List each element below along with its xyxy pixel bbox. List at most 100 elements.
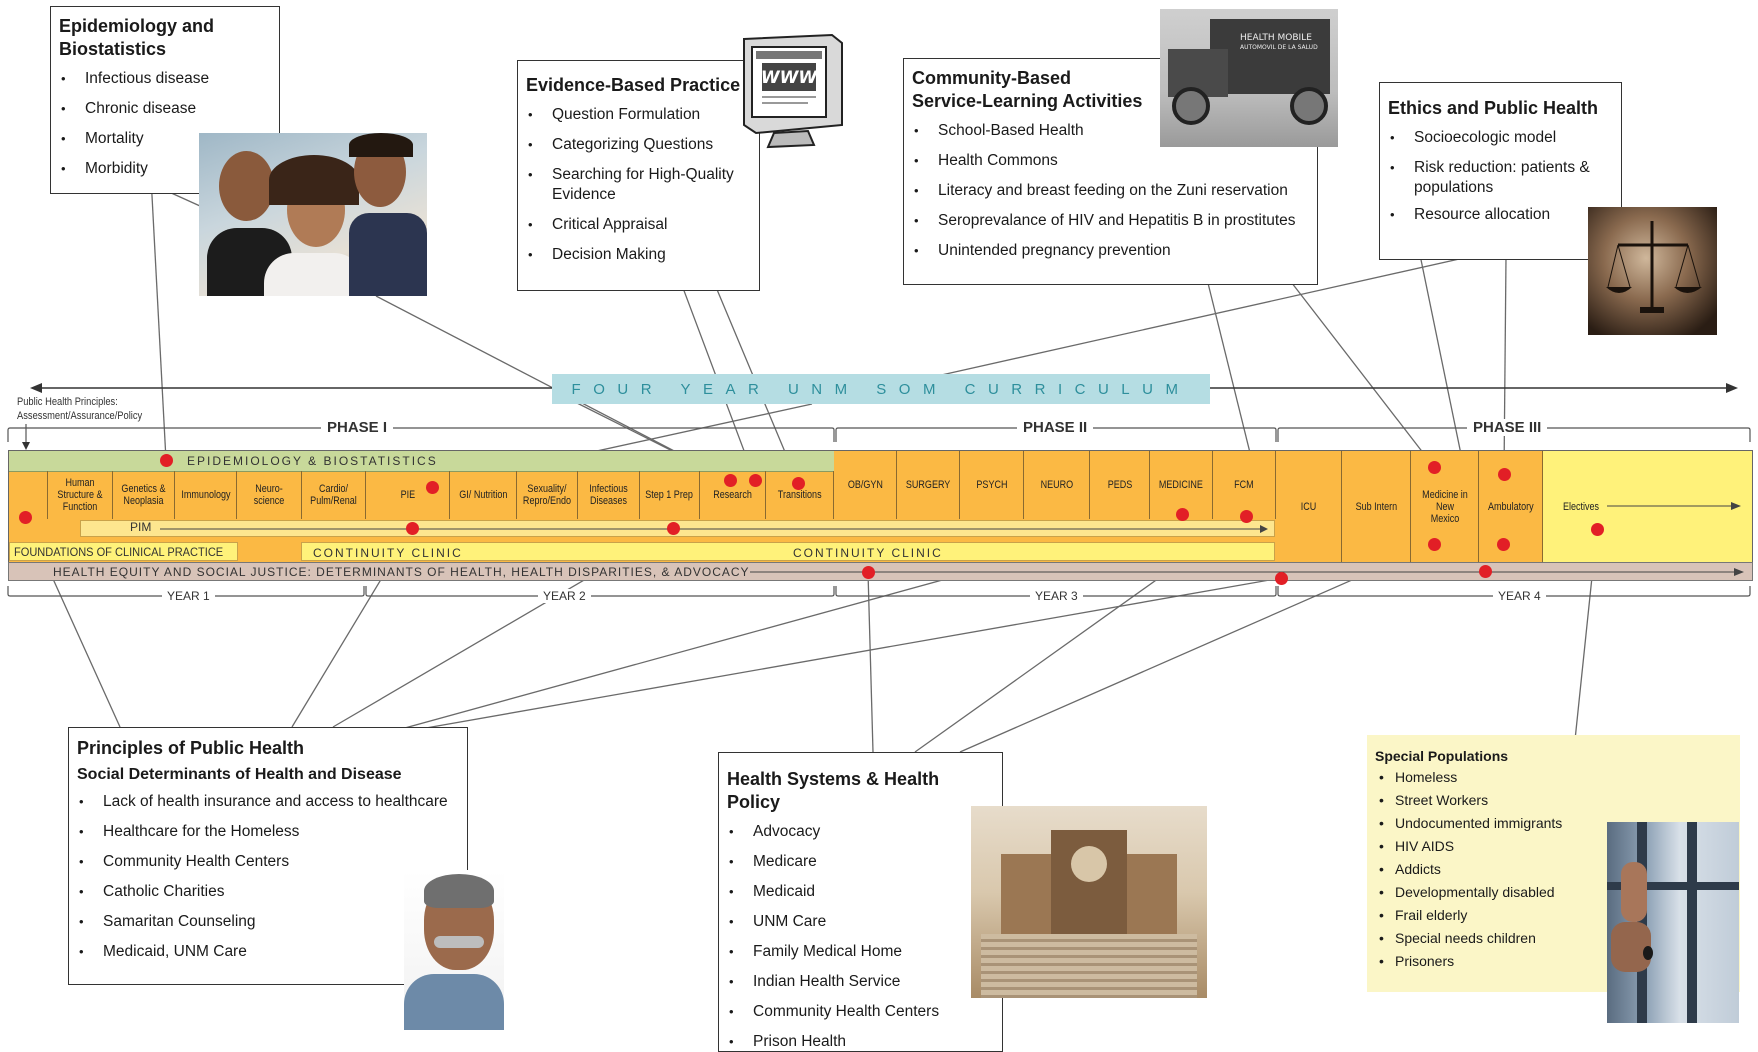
community-title-1: Community-Based xyxy=(912,68,1072,88)
course-label: Ambulatory xyxy=(1487,501,1534,513)
course-cell: PSYCH xyxy=(960,451,1024,519)
course-label: Sub Intern xyxy=(1355,501,1397,513)
list-item: Special needs children xyxy=(1375,930,1740,947)
course-label: Immunology xyxy=(180,489,231,501)
curriculum-timeline: FOUR YEAR UNM SOM CURRICULUM Public Heal… xyxy=(7,374,1753,603)
equity-arrow xyxy=(750,568,1744,576)
truck-sign-line1: HEALTH MOBILE xyxy=(1240,33,1312,43)
list-item: Seroprevalance of HIV and Hepatitis B in… xyxy=(912,211,1309,231)
community-list: School-Based Health Health Commons Liter… xyxy=(912,121,1309,261)
epidemiology-title-1: Epidemiology and xyxy=(59,16,215,36)
course-label: GI/ Nutrition xyxy=(458,489,508,501)
list-item: Medicare xyxy=(727,852,994,872)
curriculum-marker-dot xyxy=(1478,564,1492,578)
community-title-2: Service-Learning Activities xyxy=(912,91,1143,111)
course-label: Genetics & Neoplasia xyxy=(121,483,166,507)
curriculum-banner: FOUR YEAR UNM SOM CURRICULUM xyxy=(552,374,1210,404)
course-label: OB/GYN xyxy=(847,479,883,491)
list-item: UNM Care xyxy=(727,912,994,932)
course-cell: GI/ Nutrition xyxy=(450,471,517,519)
course-label: PIE xyxy=(400,489,415,501)
prison-bars-photo xyxy=(1607,822,1739,1023)
list-item: Healthcare for the Homeless xyxy=(77,822,459,842)
continuity-label-2: CONTINUITY CLINIC xyxy=(793,546,943,560)
curriculum-marker-dot xyxy=(159,453,173,467)
curriculum-banner-text: FOUR YEAR UNM SOM CURRICULUM xyxy=(571,380,1191,398)
epidemiology-title-2: Biostatistics xyxy=(59,39,167,59)
phase-2-label: PHASE II xyxy=(1017,419,1094,436)
community-box: Community-Based Service-Learning Activit… xyxy=(903,58,1318,285)
course-label: Step 1 Prep xyxy=(645,489,694,501)
curriculum-marker-dot xyxy=(1427,460,1441,474)
course-cell: Research xyxy=(700,471,766,519)
list-item: Socioecologic model xyxy=(1388,128,1613,148)
equity-label: HEALTH EQUITY AND SOCIAL JUSTICE: DETERM… xyxy=(53,565,750,579)
course-cell: FCM xyxy=(1213,451,1276,519)
course-label: Medicine in New Mexico xyxy=(1421,489,1468,525)
year-3-label: YEAR 3 xyxy=(1030,589,1083,603)
course-cell: Electives xyxy=(1543,451,1752,563)
phase-1-label: PHASE I xyxy=(321,419,394,436)
list-item: Medicaid xyxy=(727,882,994,902)
curriculum-marker-dot xyxy=(1497,467,1511,481)
course-label: ICU xyxy=(1300,501,1317,513)
list-item: Morbidity xyxy=(59,159,271,179)
health-systems-box: Health Systems & Health Policy Advocacy … xyxy=(718,752,1003,1052)
list-item: Decision Making xyxy=(526,245,751,265)
course-cell: Transitions xyxy=(766,471,834,519)
course-label: FCM xyxy=(1234,479,1254,491)
course-label: MEDICINE xyxy=(1158,479,1204,491)
course-label: Research xyxy=(713,489,752,501)
ethics-list: Socioecologic model Risk reduction: pati… xyxy=(1388,128,1613,225)
man-portrait-photo xyxy=(404,870,504,1030)
course-cell: Human Structure & Function xyxy=(48,471,113,519)
computer-monitor-icon: WWW xyxy=(743,33,843,149)
course-label: PSYCH xyxy=(975,479,1008,491)
list-item: Catholic Charities xyxy=(77,882,459,902)
truck-sign-line2: AUTOMOVIL DE LA SALUD xyxy=(1240,44,1318,51)
monitor-www-text: WWW xyxy=(761,68,819,88)
course-label: Transitions xyxy=(777,489,822,501)
principles-note: Public Health Principles: Assessment/Ass… xyxy=(17,395,164,423)
principles-box: Principles of Public Health Social Deter… xyxy=(68,727,468,985)
course-cell: Neuro-science xyxy=(237,471,302,519)
epi-band xyxy=(9,451,834,472)
electives-block xyxy=(1543,451,1752,563)
children-photo xyxy=(199,133,427,296)
curriculum-marker-dot xyxy=(1274,571,1288,585)
continuity-band xyxy=(301,542,1275,561)
course-cell: Step 1 Prep xyxy=(640,471,700,519)
list-item: Literacy and breast feeding on the Zuni … xyxy=(912,181,1309,201)
list-item: Question Formulation xyxy=(526,105,751,125)
health-mobile-photo: HEALTH MOBILE AUTOMOVIL DE LA SALUD xyxy=(1160,9,1338,147)
list-item: Developmentally disabled xyxy=(1375,884,1740,901)
epi-band-label: EPIDEMIOLOGY & BIOSTATISTICS xyxy=(187,454,438,468)
list-item: Lack of health insurance and access to h… xyxy=(77,792,459,812)
list-item: Undocumented immigrants xyxy=(1375,815,1740,832)
principles-list: Lack of health insurance and access to h… xyxy=(77,792,459,962)
ethics-box: Ethics and Public Health Socioecologic m… xyxy=(1379,82,1622,260)
course-label: NEURO xyxy=(1040,479,1073,491)
course-cell: Ambulatory xyxy=(1479,451,1543,563)
curriculum-marker-dot xyxy=(1175,507,1189,521)
list-item: Risk reduction: patients & populations xyxy=(1388,158,1604,198)
principles-note-line1: Public Health Principles: xyxy=(17,396,118,408)
list-item: Health Commons xyxy=(912,151,1309,171)
course-cell: Infectious Diseases xyxy=(578,471,640,519)
list-item: Community Health Centers xyxy=(77,852,459,872)
list-item: Frail elderly xyxy=(1375,907,1740,924)
phase-3-label: PHASE III xyxy=(1467,419,1548,436)
list-item: Addicts xyxy=(1375,861,1740,878)
course-label: Infectious Diseases xyxy=(589,483,628,507)
evidence-title: Evidence-Based Practice xyxy=(526,75,741,95)
list-item: Critical Appraisal xyxy=(526,215,751,235)
curriculum-marker-dot xyxy=(1590,522,1604,536)
list-item: HIV AIDS xyxy=(1375,838,1740,855)
electives-arrow xyxy=(1607,502,1741,510)
course-cell: PIE xyxy=(366,471,450,519)
list-item: Family Medical Home xyxy=(727,942,994,962)
principles-note-line2: Assessment/Assurance/Policy xyxy=(17,410,143,422)
course-cell: Genetics & Neoplasia xyxy=(113,471,175,519)
pim-label: PIM xyxy=(130,520,152,534)
principles-down-arrow xyxy=(22,424,30,450)
